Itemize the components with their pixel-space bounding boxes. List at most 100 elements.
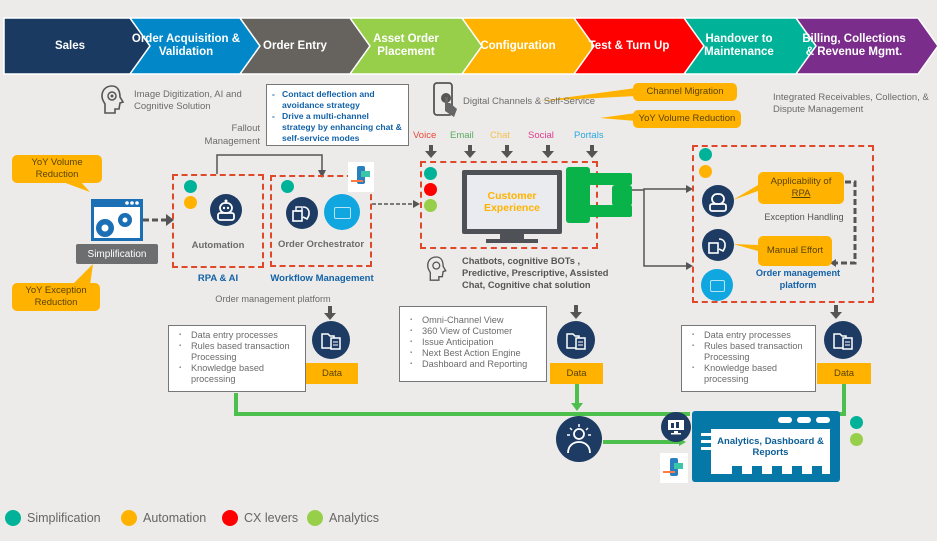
stage-sales[interactable]: Sales: [10, 18, 130, 74]
exception-handling-label: Exception Handling: [764, 212, 844, 222]
stage-asset-order-placement[interactable]: Asset Order Placement: [350, 18, 462, 74]
data-folder-icon: [312, 321, 350, 359]
list-item: Omni-Channel View: [410, 315, 540, 326]
analytics-label: Analytics, Dashboard & Reports: [717, 436, 824, 458]
robot-icon: [210, 194, 242, 226]
automation-label: Automation: [191, 240, 245, 251]
list-item: Dashboard and Reporting: [410, 359, 540, 370]
simplification-dot: [850, 416, 863, 429]
strategy-item: -Contact deflection and avoidance strate…: [272, 89, 375, 110]
order-management-platform-box[interactable]: Exception Handling Order management plat…: [692, 145, 874, 303]
touch-tablet-icon: [433, 82, 457, 117]
brain-head-icon: [101, 85, 125, 114]
analytics-capabilities-list: Omni-Channel View 360 View of Customer I…: [399, 306, 547, 382]
channel-arrows: [425, 145, 598, 158]
order-orchestrator-box[interactable]: Order Orchestrator: [270, 175, 372, 267]
loop-connector: [216, 154, 323, 174]
stage-label: Order Entry: [263, 39, 327, 52]
cx-levers-dot: [424, 183, 437, 196]
simplification-dot: [424, 167, 437, 180]
arrow-head: [830, 259, 836, 267]
data-label-left: Data: [306, 363, 358, 384]
customer-experience-description: Chatbots, cognitive BOTs , Predictive, P…: [462, 256, 609, 290]
applicability-text: Applicability of: [770, 176, 832, 187]
simplification-gears-icon: [91, 199, 143, 241]
analytics-dot: [424, 199, 437, 212]
yoy-volume-callout-left: YoY Volume Reduction: [12, 155, 102, 183]
legend-swatch: [5, 510, 21, 526]
simplification-dot: [699, 148, 712, 161]
legend-swatch: [222, 510, 238, 526]
analytics-dot: [850, 433, 863, 446]
legend-automation: Automation: [121, 510, 206, 526]
green-connector-icon: [566, 167, 632, 223]
stage-configuration[interactable]: Configuration: [462, 18, 574, 74]
strategy-item: -Drive a multi-channel strategy by enhan…: [272, 111, 402, 143]
rpa-ai-caption: RPA & AI: [197, 273, 239, 284]
stage-order-entry[interactable]: Order Entry: [240, 18, 350, 74]
list-item: Data entry processes: [179, 330, 299, 341]
arrow-head: [166, 214, 174, 226]
process-chevrons: [3, 17, 937, 75]
brain-head-icon: [427, 256, 447, 281]
manual-effort-callout: Manual Effort: [758, 236, 832, 266]
simplification-label: Simplification: [76, 244, 158, 264]
legend-simplification: Simplification: [5, 510, 101, 526]
channel-label: Social: [528, 130, 554, 141]
robot-icon: [702, 185, 734, 217]
stage-label: Test & Turn Up: [588, 39, 670, 52]
channel-migration-callout: Channel Migration: [633, 83, 737, 101]
down-arrows: [324, 305, 842, 320]
workflow-tools-icon: [702, 229, 734, 261]
tablet-app-icon: [701, 269, 733, 301]
arrow-head: [686, 185, 693, 193]
callout-pointer: [72, 264, 93, 285]
workflow-management-caption: Workflow Management: [270, 273, 374, 284]
stage-billing[interactable]: Billing, Collections & Revenue Mgmt.: [798, 18, 910, 74]
stage-label: Sales: [54, 39, 86, 52]
legend-swatch: [307, 510, 323, 526]
list-item: Rules based transaction Processing: [179, 341, 299, 363]
digital-channels-note: Digital Channels & Self-Service: [463, 96, 596, 107]
stage-chevron: [794, 17, 937, 75]
automation-dot: [184, 196, 197, 209]
callout-pointer: [60, 181, 90, 192]
channel-chat: Chat: [490, 130, 510, 141]
list-item: Rules based transaction Processing: [692, 341, 809, 363]
channel-label: Chat: [490, 130, 511, 141]
legend-label: Simplification: [27, 511, 101, 525]
strategy-box: -Contact deflection and avoidance strate…: [266, 84, 409, 146]
automation-box[interactable]: Automation: [172, 174, 264, 268]
process-list-right: Data entry processes Rules based transac…: [681, 325, 816, 392]
arrow-head: [571, 403, 583, 411]
stage-label: Asset Order Placement: [373, 33, 439, 58]
callout-pointer: [733, 185, 758, 200]
stage-label: Configuration: [480, 39, 556, 52]
customer-experience-label: Customer Experience: [483, 190, 541, 214]
legend-analytics: Analytics: [307, 510, 379, 526]
dashed-connector: [833, 180, 857, 265]
legend-swatch: [121, 510, 137, 526]
integrated-receivables-note: Integrated Receivables, Collection, & Di…: [773, 92, 929, 115]
analytics-dashboard-panel[interactable]: Analytics, Dashboard & Reports: [692, 411, 840, 482]
order-management-platform-caption: Order management platform: [755, 268, 841, 290]
stage-label: Order Acquisition & Validation: [131, 33, 241, 58]
bracket-connector: [643, 188, 688, 267]
stage-handover[interactable]: Handover to Maintenance: [684, 18, 794, 74]
stage-test-turn-up[interactable]: Test & Turn Up: [574, 18, 684, 74]
order-management-platform-label: Order management platform: [215, 294, 331, 304]
data-folder-icon: [557, 321, 595, 359]
channel-label: Voice: [413, 130, 437, 141]
callout-pointer: [540, 88, 636, 101]
list-item: Data entry processes: [692, 330, 809, 341]
rpa-link[interactable]: RPA: [791, 188, 811, 199]
customer-experience-box[interactable]: Customer Experience: [420, 161, 598, 249]
arrow-head: [686, 262, 693, 270]
stage-order-acquisition[interactable]: Order Acquisition & Validation: [130, 18, 242, 74]
arrow-head: [413, 200, 420, 208]
lightbulb-person-icon: [556, 416, 602, 462]
strategy-item-text: Contact deflection and avoidance strateg…: [282, 89, 375, 110]
channel-label: Portals: [574, 130, 604, 141]
channel-portals: Portals: [574, 130, 604, 141]
